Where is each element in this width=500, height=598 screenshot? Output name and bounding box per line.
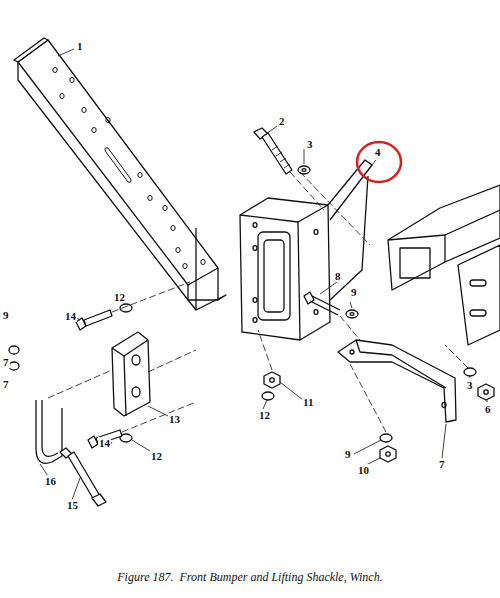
callout-number: 7: [438, 458, 446, 470]
callout-number: 9: [350, 286, 358, 298]
callout-number: 14: [98, 437, 111, 449]
brace: [338, 340, 456, 422]
bolt: [76, 310, 122, 448]
callout-number: 12: [113, 291, 126, 303]
callout-number: 3: [466, 379, 474, 391]
callout-number: 1: [76, 40, 84, 52]
nut: [9, 304, 494, 462]
callout-number: 4: [374, 146, 382, 158]
callout-number: 7: [2, 356, 10, 368]
callout-number: 2: [278, 115, 286, 127]
callout-number: 3: [306, 138, 314, 150]
center-line: [48, 172, 468, 432]
leader-line: [40, 49, 487, 500]
figure-caption: Figure 187. Front Bumper and Lifting Sha…: [0, 570, 500, 585]
callout-number: 10: [357, 464, 370, 476]
u-bolt: [36, 400, 106, 506]
callout-number: 12: [150, 450, 163, 462]
callout-number: 7: [2, 378, 10, 390]
callout-number: 9: [344, 448, 352, 460]
frame-rail: [388, 185, 500, 345]
callout-number: 13: [168, 413, 181, 425]
callout-number: 12: [258, 409, 271, 421]
callout-number: 15: [66, 499, 79, 511]
shackle: [112, 332, 150, 416]
callout-number: 6: [484, 403, 492, 415]
callout-number: 14: [64, 310, 77, 322]
highlight-circle: [357, 142, 401, 182]
callout-number: 16: [44, 475, 57, 487]
callout-number: 11: [302, 396, 314, 408]
bolt: [254, 128, 310, 174]
bracket: [240, 160, 372, 340]
callout-number: 9: [2, 309, 10, 321]
bumper: [14, 38, 226, 310]
callout-number: 8: [334, 270, 342, 282]
